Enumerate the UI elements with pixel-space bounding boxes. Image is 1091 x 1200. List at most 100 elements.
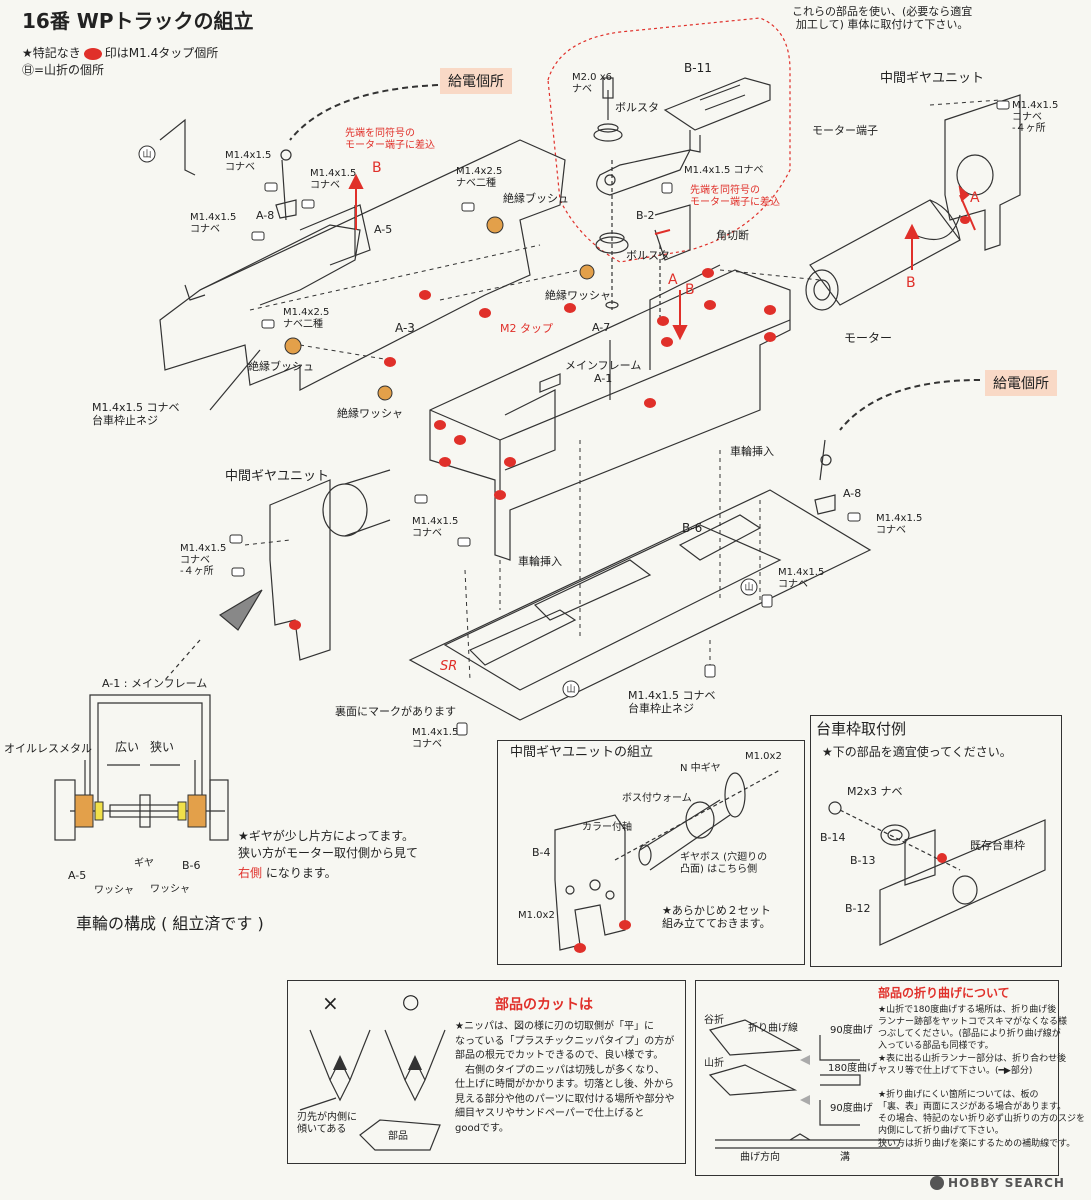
svg-text:山: 山 — [566, 684, 575, 695]
bend-box — [695, 980, 1059, 1176]
label-arrow-b-a7: B — [685, 282, 695, 298]
label-arrow-a-motor: A — [970, 190, 980, 206]
cut-box-blade-note: 刃先が内側に 傾いてある — [297, 1112, 357, 1135]
gear-unit-box — [497, 740, 805, 965]
wheel-a5: A-5 — [68, 869, 87, 882]
tap-legend-prefix: ★特記なき — [22, 46, 81, 60]
watermark-text: HOBBY SEARCH — [948, 1176, 1065, 1190]
label-m14-b2: M1.4x1.5 コナベ — [684, 165, 764, 176]
bend-box-title: 部品の折り曲げについて — [878, 986, 1010, 1000]
wheel-b6: B-6 — [182, 859, 201, 872]
label-m14-e: M1.4x1.5 コナベ — [412, 516, 459, 539]
svg-text:山: 山 — [142, 149, 151, 160]
wheel-note3: 右側 になります。 — [238, 864, 337, 881]
label-a7: A-7 — [592, 321, 611, 334]
watermark-logo-icon — [930, 1176, 944, 1190]
label-m2-tap: M2 タップ — [500, 322, 553, 335]
label-a5: A-5 — [374, 223, 393, 236]
label-motor: モーター — [844, 331, 893, 345]
feed-point-label-top: 給電個所 — [440, 68, 512, 94]
cut-box-title: 部品のカットは — [495, 997, 593, 1013]
label-corner-cut: 角切断 — [716, 229, 749, 242]
gear-unit-b4: B-4 — [532, 846, 551, 859]
label-arrow-a-a7: A — [668, 272, 678, 288]
truck-frame-box — [810, 715, 1062, 967]
bend-box-deg90a: 90度曲げ — [830, 1025, 873, 1036]
truck-frame-existing: 既存台車枠 — [970, 839, 1025, 852]
cut-box-body: ★ニッパは、図の様に刃の切取側が「平」に なっている「プラスチックニッパタイプ」… — [455, 1021, 675, 1134]
gear-unit-m10-top: M1.0x2 — [745, 751, 782, 762]
label-m14x25-a: M1.4x2.5 ナベ二種 — [456, 166, 503, 189]
label-bolster-top: ボルスタ — [615, 101, 659, 114]
svg-text:山: 山 — [744, 582, 753, 593]
label-m14-f: M1.4x1.5 コナベ — [778, 567, 825, 590]
wheel-washer1: ワッシャ — [94, 885, 134, 896]
cut-box-o-mark: ○ — [402, 989, 420, 1013]
label-insul-washer-b: 絶縁ワッシャ — [337, 407, 403, 420]
label-arrow-b-a5: B — [372, 160, 382, 176]
bend-box-mountain: 山折 — [704, 1058, 724, 1069]
label-m14-c: M1.4x1.5 コナベ — [190, 212, 237, 235]
red-dot-icon — [83, 47, 102, 60]
label-bolster-mid: ボルスタ — [626, 249, 670, 262]
page-title: 16番 WPトラックの組立 — [22, 9, 254, 33]
label-mid-gear-top: 中間ギヤユニット — [880, 71, 985, 86]
gear-unit-collar-shaft: カラー付軸 — [582, 822, 632, 833]
watermark: HOBBY SEARCH — [930, 1176, 1065, 1190]
wheel-oilless: オイルレスメタル — [4, 742, 92, 755]
wheel-note3-rest: になります。 — [262, 866, 337, 880]
fold-legend: ㊐=山折の個所 — [22, 63, 105, 77]
label-m14x25-b: M1.4x2.5 ナベ二種 — [283, 307, 330, 330]
label-m14-g: M1.4x1.5 コナベ — [412, 727, 459, 750]
label-truck-screw-a: M1.4x1.5 コナベ 台車枠止ネジ — [92, 401, 180, 427]
label-a8-top: A-8 — [256, 209, 275, 222]
cut-box-x-mark: × — [322, 991, 339, 1015]
wheel-wide: 広い — [115, 740, 140, 754]
truck-frame-b12: B-12 — [845, 902, 871, 915]
wheel-note1: ★ギヤが少し片方によってます。 — [238, 829, 414, 843]
label-m14-4-top: M1.4x1.5 コナベ -４ヶ所 — [1012, 100, 1059, 134]
label-mark-back: 裏面にマークがあります — [335, 705, 456, 718]
svg-text:SR: SR — [440, 659, 457, 674]
gear-unit-gear-box: ギヤボス (穴廻りの 凸面) はこちら側 — [680, 852, 768, 875]
label-motor-terminal: モーター端子 — [812, 124, 878, 137]
label-insul-bush-a: 絶縁ブッシュ — [503, 192, 569, 205]
label-arrow-b-motor: B — [906, 275, 916, 291]
label-m20: M2.0 x6 ナベ — [572, 72, 612, 95]
wheel-frame-label: A-1 : メインフレーム — [102, 677, 208, 690]
wheel-note2: 狭い方がモーター取付側から見て — [238, 846, 419, 860]
label-insul-bush-b: 絶縁ブッシュ — [248, 360, 314, 373]
bend-box-deg90b: 90度曲げ — [830, 1103, 873, 1114]
label-m14-d: M1.4x1.5 コナベ — [876, 513, 923, 536]
gear-unit-m10-bot: M1.0x2 — [518, 910, 555, 921]
bend-box-body: ★山折で180度曲げする場所は、折り曲げ後 ランナー跡部をヤットコでスキマがなく… — [878, 1005, 1086, 1149]
label-truck-screw-b: M1.4x1.5 コナベ 台車枠止ネジ — [628, 689, 716, 715]
label-b6: B-6 — [682, 521, 703, 535]
feed-point-label-right: 給電個所 — [985, 370, 1057, 396]
tap-legend-suffix: 印はM1.4タップ個所 — [104, 46, 219, 60]
gear-unit-n-gear: N 中ギヤ — [680, 763, 721, 774]
bend-box-bend-line: 折り曲げ線 — [748, 1023, 798, 1034]
wheel-caption: 車輪の構成 ( 組立済です ) — [76, 914, 264, 933]
wheel-washer2: ワッシャ — [150, 884, 190, 895]
label-main-frame: メインフレーム A-1 — [565, 359, 642, 385]
bend-box-bend-dir: 曲げ方向 — [740, 1152, 780, 1163]
label-motor-terminal-red-a5: 先端を同符号の モーター端子に差込 — [345, 128, 435, 151]
truck-frame-subtitle: ★下の部品を適宜使ってください。 — [822, 745, 1012, 759]
bend-box-deg180: 180度曲げ — [828, 1063, 878, 1074]
truck-frame-b14: B-14 — [820, 831, 846, 844]
truck-frame-title: 台車枠取付例 — [816, 720, 907, 738]
cut-box — [287, 980, 686, 1164]
label-m14-4-bot: M1.4x1.5 コナベ -４ヶ所 — [180, 543, 227, 577]
gear-unit-note: ★あらかじめ２セット 組み立てておきます。 — [662, 904, 771, 930]
top-note: これらの部品を使い、(必要なら適宜 加工して) 車体に取付けて下さい。 — [792, 5, 973, 31]
label-b11: B-11 — [684, 61, 712, 75]
wheel-narrow: 狭い — [150, 740, 175, 754]
wheel-note3-red: 右側 — [238, 866, 263, 880]
label-motor-terminal-red: 先端を同符号の モーター端子に差込 — [690, 185, 780, 208]
gear-unit-boss-worm: ボス付ウォーム — [622, 793, 692, 804]
truck-frame-screw: M2x3 ナベ — [847, 785, 903, 798]
label-b2: B-2 — [636, 209, 655, 222]
label-wheel-insert-b: 車輪挿入 — [518, 555, 562, 568]
